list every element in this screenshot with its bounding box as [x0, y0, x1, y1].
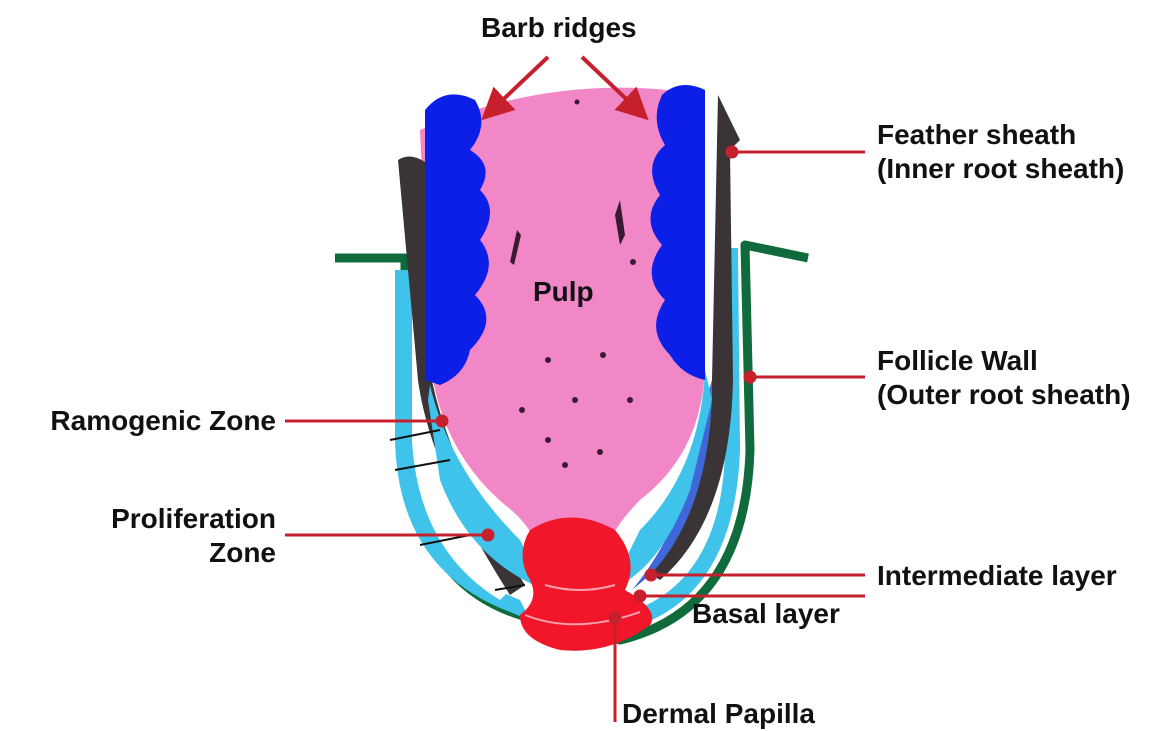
- label-intermediate-layer: Intermediate layer: [877, 559, 1117, 593]
- label-ramogenic-zone: Ramogenic Zone: [18, 404, 276, 438]
- label-dermal-papilla: Dermal Papilla: [622, 697, 815, 731]
- label-proliferation-zone-line1: Proliferation: [60, 502, 276, 536]
- label-proliferation-zone-line2: Zone: [60, 536, 276, 570]
- label-follicle-wall-line1: Follicle Wall: [877, 344, 1131, 378]
- barb-ridge-right: [650, 85, 705, 380]
- label-feather-sheath: Feather sheath (Inner root sheath): [877, 118, 1124, 186]
- label-feather-sheath-line1: Feather sheath: [877, 118, 1124, 152]
- label-feather-sheath-line2: (Inner root sheath): [877, 152, 1124, 186]
- label-basal-layer: Basal layer: [692, 597, 840, 631]
- label-follicle-wall: Follicle Wall (Outer root sheath): [877, 344, 1131, 412]
- label-barb-ridges: Barb ridges: [481, 11, 637, 45]
- label-pulp: Pulp: [533, 275, 594, 309]
- label-proliferation-zone: Proliferation Zone: [60, 502, 276, 570]
- dermal-papilla-shape: [520, 518, 652, 651]
- label-follicle-wall-line2: (Outer root sheath): [877, 378, 1131, 412]
